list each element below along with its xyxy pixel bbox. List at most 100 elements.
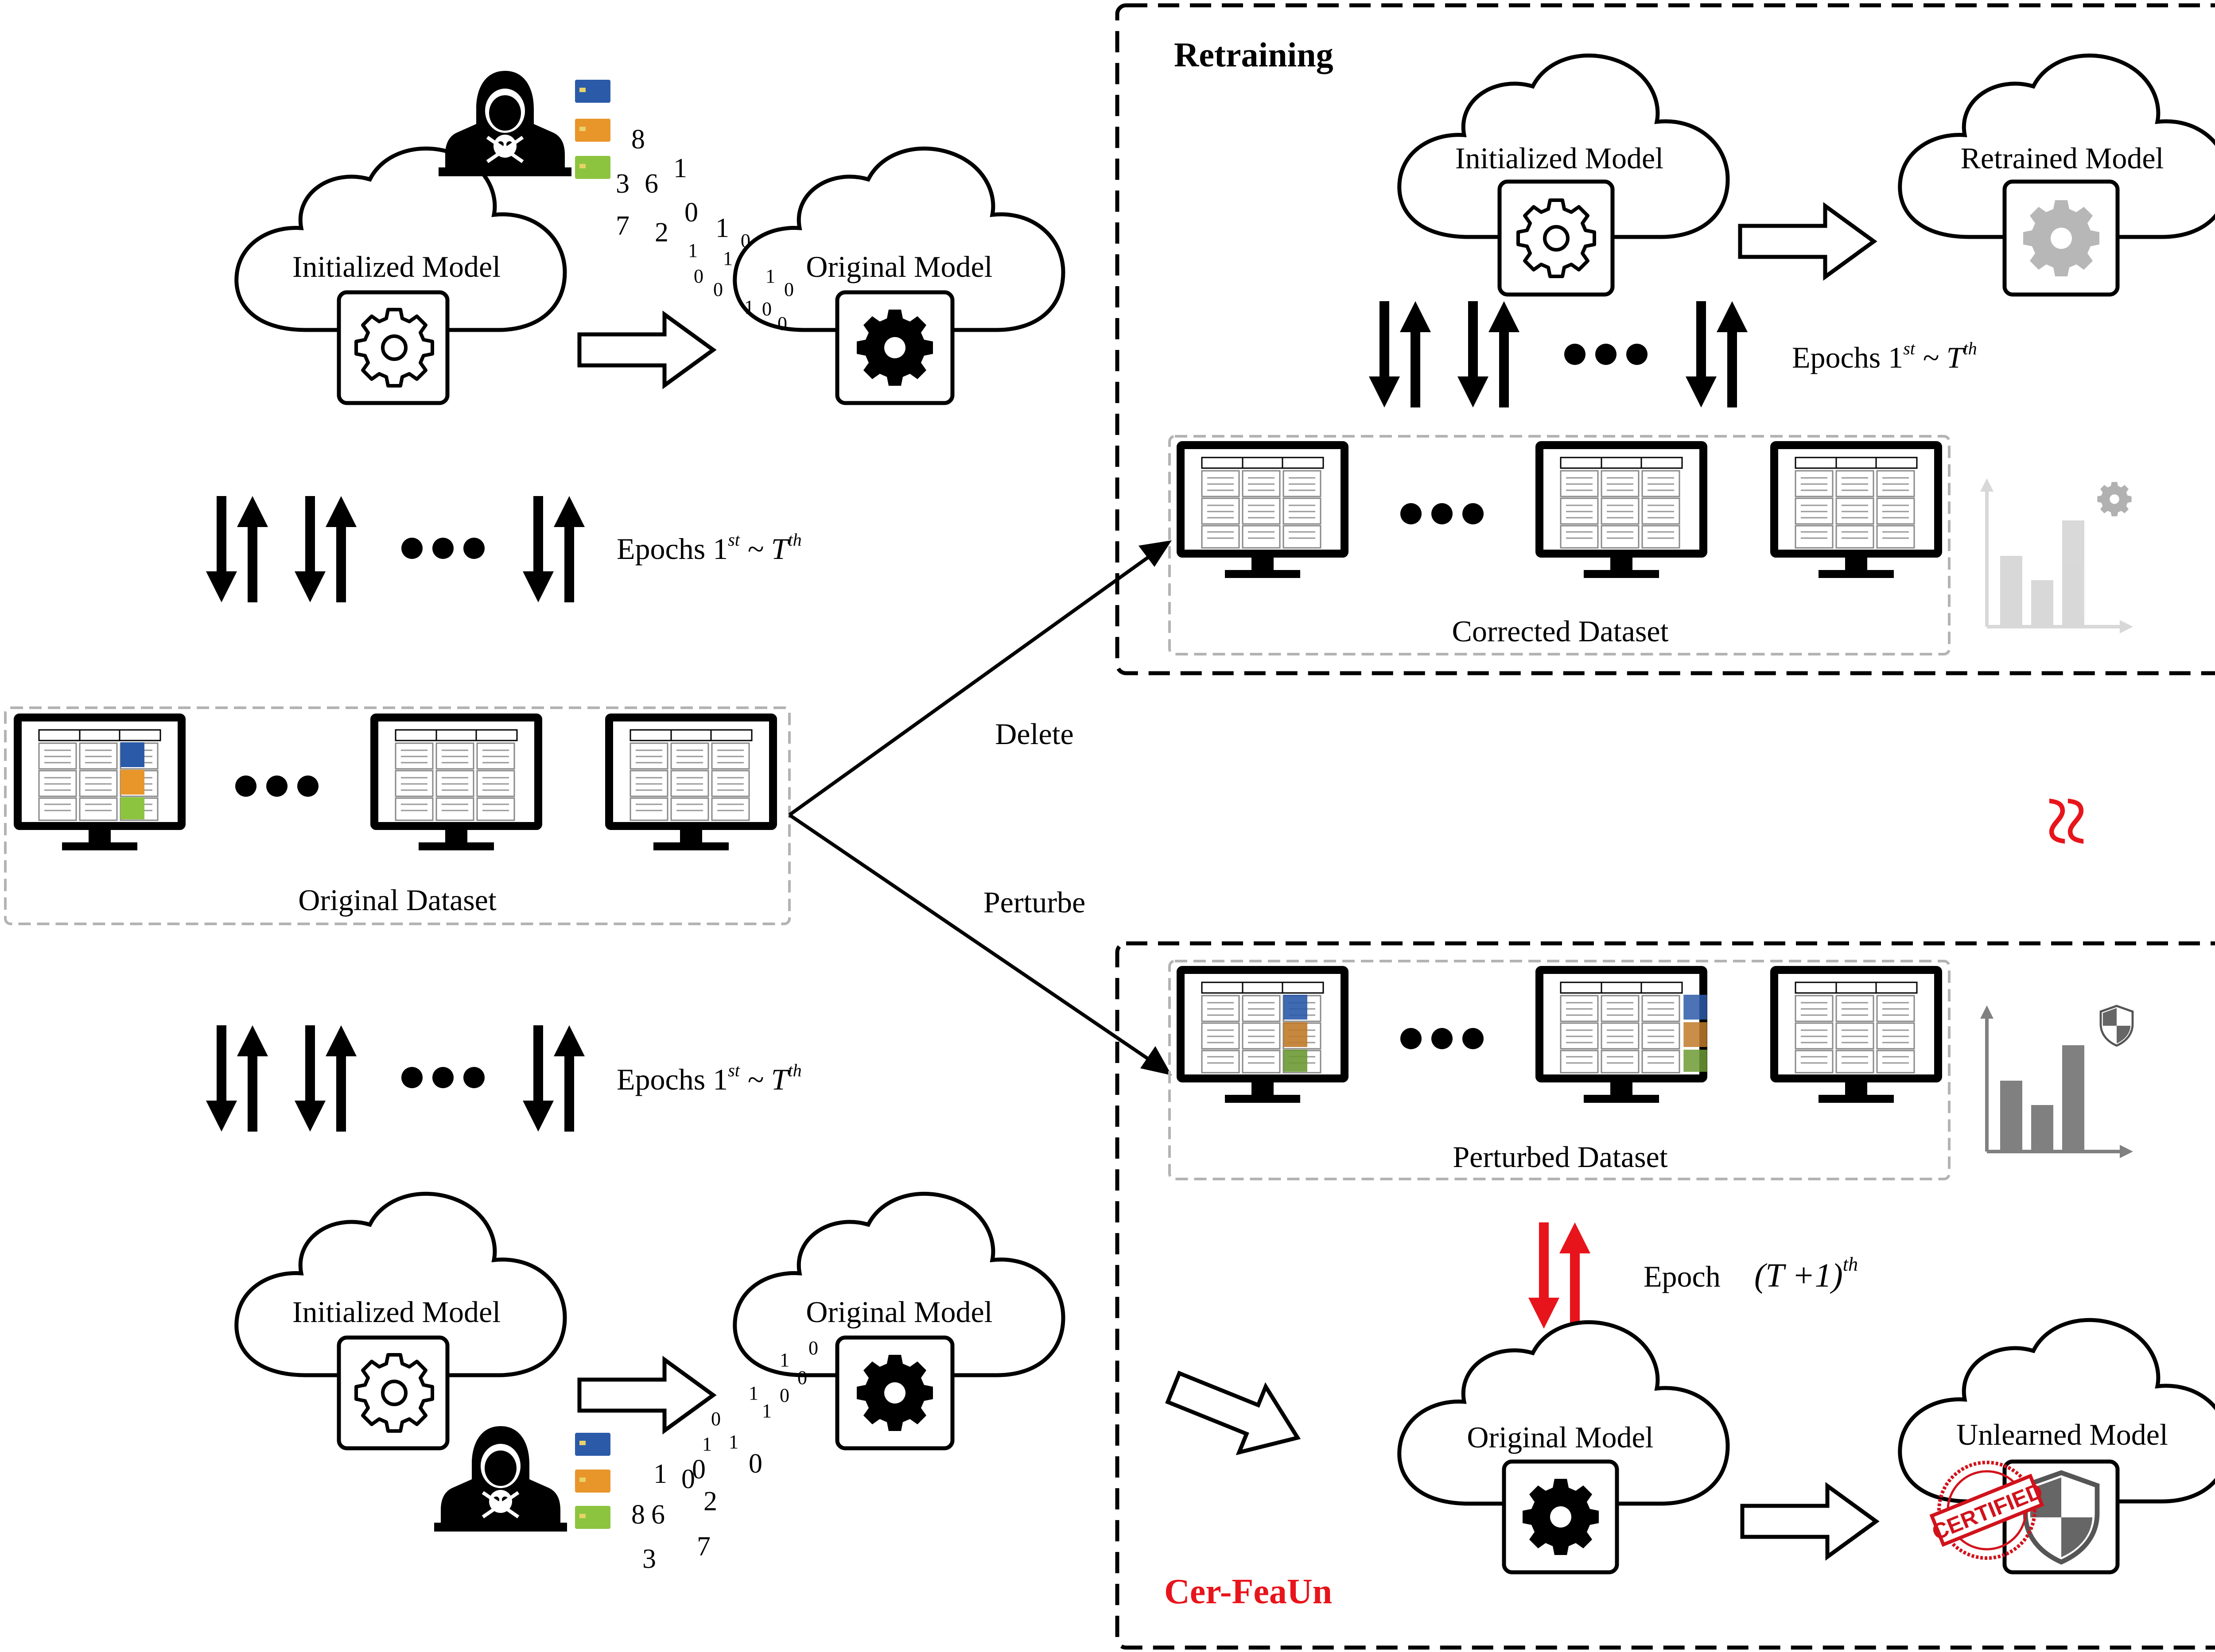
svg-text:1: 1	[766, 265, 775, 287]
svg-text:0: 0	[681, 1464, 695, 1494]
retraining-title: Retraining	[1174, 35, 1333, 74]
unlearned-model-label: Unlearned Model	[1956, 1418, 2168, 1451]
svg-text:8: 8	[631, 124, 645, 155]
cer-feaun-original-model-cloud: Original Model	[1399, 1322, 1728, 1574]
svg-text:1: 1	[653, 1459, 667, 1489]
top-epochs-label: Epochs 1st ~ Tth	[617, 530, 802, 566]
monitor-icon	[374, 717, 538, 850]
monitor-icon	[1774, 445, 1938, 578]
top-initialized-model-label: Initialized Model	[292, 250, 501, 283]
gear-icon	[857, 310, 933, 386]
updown-arrows-icon	[523, 496, 585, 602]
perturbed-dataset-monitor-2	[1539, 970, 1707, 1103]
bar-chart-icon	[1980, 478, 2133, 633]
svg-text:1: 1	[729, 1431, 738, 1453]
cer-feaun-box: Cer-FeaUn Perturbed Dataset	[1115, 941, 2215, 1650]
gear-icon	[1523, 1479, 1599, 1555]
retraining-initialized-model-cloud: Initialized Model	[1399, 55, 1728, 297]
credit-card-icon	[575, 1433, 610, 1456]
svg-text:8: 8	[631, 1500, 645, 1530]
arrow-icon	[1740, 206, 1874, 277]
cer-feaun-epoch-row: Epoch (T +1)th	[1528, 1222, 1858, 1329]
top-hacker	[439, 71, 610, 179]
cer-feaun-epoch-expression: (T +1)th	[1754, 1253, 1858, 1294]
monitor-icon	[1181, 445, 1345, 578]
updown-arrows-icon	[1528, 1222, 1590, 1329]
cer-feaun-title: Cer-FeaUn	[1164, 1572, 1332, 1611]
updown-arrows-icon	[206, 496, 268, 602]
svg-text:1: 1	[744, 296, 754, 318]
updown-arrows-icon	[523, 1025, 585, 1132]
gear-icon	[2097, 482, 2132, 516]
svg-text:2: 2	[655, 217, 668, 248]
bottom-hacker	[434, 1426, 610, 1532]
monitor-icon	[1539, 970, 1703, 1103]
retraining-epochs-label: Epochs 1st ~ Tth	[1792, 338, 1977, 374]
bottom-initialized-model-label: Initialized Model	[292, 1295, 501, 1329]
svg-text:7: 7	[616, 211, 630, 241]
bottom-epochs-row: Epochs 1st ~ Tth	[206, 1025, 802, 1132]
svg-text:0: 0	[684, 198, 698, 228]
retraining-initialized-model-label: Initialized Model	[1455, 141, 1663, 175]
svg-text:3: 3	[642, 1544, 656, 1574]
svg-text:6: 6	[651, 1500, 665, 1530]
bottom-initialized-model-cloud: Initialized Model	[237, 1194, 565, 1450]
svg-text:1: 1	[762, 1400, 772, 1422]
top-original-model-cloud: Original Model	[735, 148, 1063, 405]
bottom-digit-stream: 0 1 0 0 1 0 1 1 1 0 1 0 2 0 8 6 7 3	[631, 1337, 818, 1574]
retrained-model-cloud: Retrained Model	[1900, 55, 2215, 297]
svg-text:1: 1	[715, 213, 729, 243]
original-dataset-monitor-1	[18, 717, 182, 850]
bar-chart-icon	[1980, 1005, 2133, 1158]
monitor-icon	[1774, 970, 1938, 1103]
retrained-model-label: Retrained Model	[1961, 141, 2164, 175]
original-dataset-label: Original Dataset	[298, 883, 497, 917]
updown-arrows-icon	[1686, 301, 1748, 407]
svg-text:0: 0	[713, 279, 723, 300]
monitor-icon	[1181, 970, 1345, 1103]
svg-text:0: 0	[749, 1449, 762, 1479]
perturbed-dataset: Perturbed Dataset	[1168, 960, 1951, 1180]
perturbe-edge-label: Perturbe	[983, 885, 1085, 919]
arrow-icon	[1742, 1486, 1876, 1557]
monitor-icon	[609, 717, 773, 850]
arrow-icon	[579, 314, 713, 385]
corrected-dataset-label: Corrected Dataset	[1452, 614, 1669, 648]
top-left-section: Initialized Model Original Model 8 1 3 6…	[206, 71, 1063, 602]
cer-feaun-original-model-label: Original Model	[1467, 1420, 1653, 1454]
top-epochs-row: Epochs 1st ~ Tth	[206, 496, 802, 602]
delete-edge-label: Delete	[995, 717, 1073, 751]
updown-arrows-icon	[1369, 301, 1431, 407]
retraining-epochs-row: Epochs 1st ~ Tth	[1369, 301, 1977, 407]
arrow-icon	[579, 1360, 713, 1431]
svg-text:0: 0	[694, 265, 703, 287]
svg-text:6: 6	[645, 169, 658, 199]
gear-icon	[2023, 200, 2099, 276]
updown-arrows-icon	[295, 496, 357, 602]
bottom-left-section: Epochs 1st ~ Tth Initialized Model Origi…	[206, 1025, 1311, 1574]
arrow-icon	[1160, 1355, 1311, 1470]
original-dataset: Original Dataset	[4, 706, 791, 925]
top-original-model-label: Original Model	[806, 250, 992, 283]
bottom-original-model-cloud: Original Model	[735, 1194, 1063, 1450]
monitor-icon	[1539, 445, 1703, 578]
svg-text:0: 0	[797, 1367, 807, 1388]
cer-feaun-epoch-label: Epoch	[1644, 1260, 1721, 1293]
updown-arrows-icon	[295, 1025, 357, 1132]
gear-icon	[857, 1355, 933, 1431]
svg-text:0: 0	[780, 1384, 789, 1406]
credit-card-icon	[575, 156, 610, 179]
svg-text:0: 0	[692, 1454, 706, 1485]
bottom-original-model-label: Original Model	[806, 1295, 992, 1329]
svg-text:7: 7	[697, 1532, 711, 1562]
top-initialized-model-cloud: Initialized Model	[237, 148, 565, 405]
credit-card-icon	[575, 1506, 610, 1529]
retraining-box: Retraining Initialized Model Retrained M…	[1115, 3, 2215, 675]
svg-text:1: 1	[688, 240, 698, 261]
svg-text:3: 3	[616, 169, 630, 199]
approx-symbol: ≈	[2015, 796, 2118, 847]
credit-card-icon	[575, 119, 610, 142]
credit-card-icon	[575, 80, 610, 103]
perturbed-dataset-label: Perturbed Dataset	[1453, 1140, 1667, 1174]
